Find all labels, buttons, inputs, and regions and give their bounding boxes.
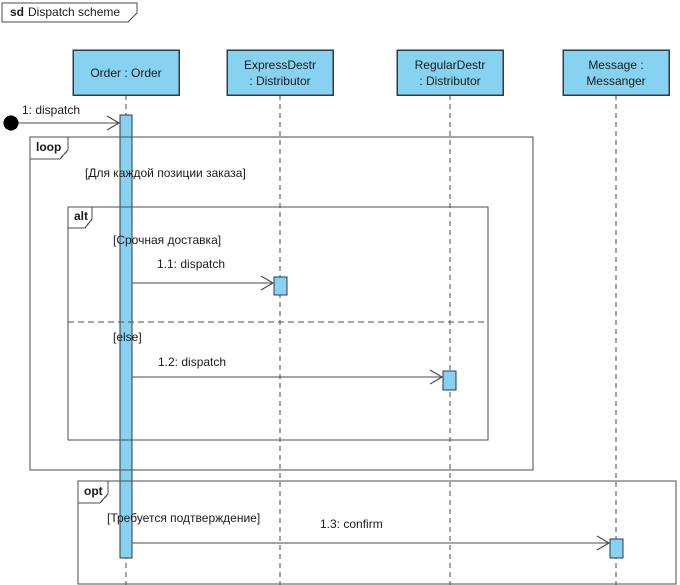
message-1-2-label: 1.2: dispatch	[158, 355, 227, 369]
opt-operator-pentagon	[77, 480, 109, 504]
loop-operator-label: loop	[36, 140, 62, 154]
lifeline-head-order-label: Order : Order	[73, 50, 179, 95]
loop-operator-pentagon	[29, 136, 69, 160]
activation-bar-message	[609, 538, 624, 559]
lifeline-head-message-label: Message : Messanger	[563, 50, 669, 95]
frame-keyword: sd	[10, 5, 25, 19]
message-1-arrowhead-icon	[106, 115, 121, 131]
opt-fragment-border	[77, 480, 677, 585]
lifeline-head-regulardestr-label: RegularDestr : Distributor	[397, 50, 503, 95]
opt-operator-label: opt	[84, 484, 103, 498]
activation-bar-expressdestr	[273, 276, 288, 296]
lifeline-head-regulardestr	[396, 49, 504, 96]
loop-guard: [Для каждой позиции заказа]	[85, 166, 246, 180]
message-1-1-label: 1.1: dispatch	[157, 257, 226, 271]
alt-guard-else: [else]	[113, 330, 142, 344]
lifeline-head-expressdestr	[226, 49, 334, 96]
found-message-circle	[3, 115, 19, 131]
lifeline-head-order	[72, 49, 180, 96]
alt-operator-pentagon	[67, 206, 93, 229]
lifeline-name-line: : Distributor	[419, 73, 481, 88]
frame-title-pentagon	[1, 2, 138, 23]
lifeline-head-message	[562, 49, 670, 96]
lifeline-name-line: RegularDestr	[414, 57, 486, 72]
alt-operator-label: alt	[74, 209, 89, 223]
opt-guard: [Требуется подтверждение]	[107, 511, 261, 525]
message-1-label: 1: dispatch	[22, 103, 81, 117]
lifeline-name-line: Messanger	[586, 73, 646, 88]
alt-fragment-border	[67, 206, 489, 441]
lifeline-name-line: Order : Order	[90, 65, 162, 80]
activation-bar-regulardestr	[442, 370, 457, 391]
lifeline-head-expressdestr-label: ExpressDestr : Distributor	[227, 50, 333, 95]
lifeline-name-line: Message :	[588, 57, 644, 72]
lifeline-name-line: ExpressDestr	[243, 57, 317, 72]
message-1-3-label: 1.3: confirm	[320, 517, 383, 531]
loop-fragment-border	[29, 136, 534, 471]
message-1-1-arrowhead-icon	[260, 275, 275, 291]
frame-name: Dispatch scheme	[28, 5, 121, 19]
message-1-3-arrowhead-icon	[596, 535, 611, 551]
lifeline-name-line: : Distributor	[249, 73, 311, 88]
frame-title: sd Dispatch scheme	[10, 5, 120, 19]
alt-guard-if: [Срочная доставка]	[113, 233, 222, 247]
message-1-2-arrowhead-icon	[429, 369, 444, 385]
activation-bar-order	[119, 114, 133, 559]
